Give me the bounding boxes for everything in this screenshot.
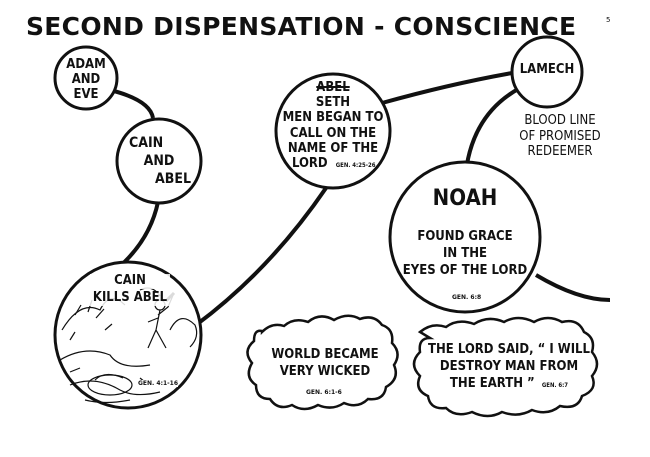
connector-seth-lamech [381, 71, 513, 105]
node-line: AND [71, 71, 101, 87]
ref-gen-4-25-26: GEN. 4:25-26 [335, 162, 376, 170]
page-number: 5 [606, 16, 611, 24]
circle-noah [388, 160, 542, 314]
node-cain-kills-abel-line1: CAIN [90, 273, 170, 289]
circle-seth [274, 72, 392, 190]
node-line: EYES OF THE LORD [402, 262, 528, 278]
node-line: CALL ON THE [289, 125, 377, 141]
node-noah-name: NOAH [432, 186, 498, 211]
ref-gen-6-8: GEN. 6:8 [452, 294, 482, 301]
node-line: REDEEMER [527, 144, 593, 160]
connector-cain-kills [116, 201, 160, 270]
node-lord-said-earth: THE EARTH ” [449, 375, 535, 391]
node-line: SETH [315, 95, 351, 111]
node-line: OF PROMISED [519, 128, 601, 144]
node-adam-eve-text: ADAM AND EVE [56, 57, 116, 103]
connector-noah-continue [534, 273, 611, 302]
page-title: SECOND DISPENSATION - CONSCIENCE [26, 12, 577, 41]
node-line: DESTROY MAN FROM [439, 358, 579, 374]
node-line: CAIN [129, 135, 164, 151]
circle-cain-abel [115, 117, 203, 205]
node-line: BLOOD LINE [524, 113, 596, 128]
struck-abel: ABEL [316, 80, 350, 95]
node-line: ADAM [66, 57, 106, 72]
node-line: WORLD BECAME [271, 347, 379, 362]
node-line-last: THE EARTH ” GEN. 6:7 [414, 376, 604, 393]
circle-lamech [510, 35, 584, 109]
node-seth-text: ABEL SETH MEN BEGAN TO CALL ON THE NAME … [278, 80, 388, 171]
node-lord-said-text: THE LORD SAID, “ I WILL DESTROY MAN FROM… [414, 342, 604, 393]
node-blood-line-text: BLOOD LINE OF PROMISED REDEEMER [508, 113, 612, 160]
node-line: VERY WICKED [279, 363, 371, 379]
node-line: IN THE [443, 245, 487, 261]
node-world-wicked-text: WORLD BECAME VERY WICKED [262, 347, 388, 381]
node-line: EVE [73, 86, 99, 102]
ref-gen-4-1-16: GEN. 4:1-16 [138, 380, 179, 387]
ref-gen-6-1-6: GEN. 6:1-6 [306, 389, 342, 396]
node-noah-text: FOUND GRACE IN THE EYES OF THE LORD [390, 229, 540, 280]
node-cain-abel-text: CAIN AND ABEL [117, 134, 201, 189]
connector-adam-cain [109, 88, 155, 119]
node-line: AND [143, 153, 175, 170]
node-lamech-text: LAMECH [519, 62, 575, 77]
node-line: ABEL [155, 171, 191, 188]
node-line: THE LORD SAID, “ I WILL [428, 342, 590, 357]
connector-kills-seth [194, 186, 328, 327]
node-line-last: LORD GEN. 4:25-26 [278, 156, 388, 171]
node-line: NAME OF THE [287, 140, 379, 156]
cloud-world-wicked [246, 314, 399, 411]
cloud-lord-said [412, 316, 599, 418]
ref-gen-6-7: GEN. 6:7 [541, 381, 569, 389]
circle-adam-eve [53, 45, 119, 111]
node-cain-kills-abel-line2: KILLS ABEL [82, 290, 178, 306]
node-line: MEN BEGAN TO [282, 110, 384, 126]
node-seth-lord: LORD [292, 156, 328, 172]
node-line: FOUND GRACE [417, 229, 513, 244]
